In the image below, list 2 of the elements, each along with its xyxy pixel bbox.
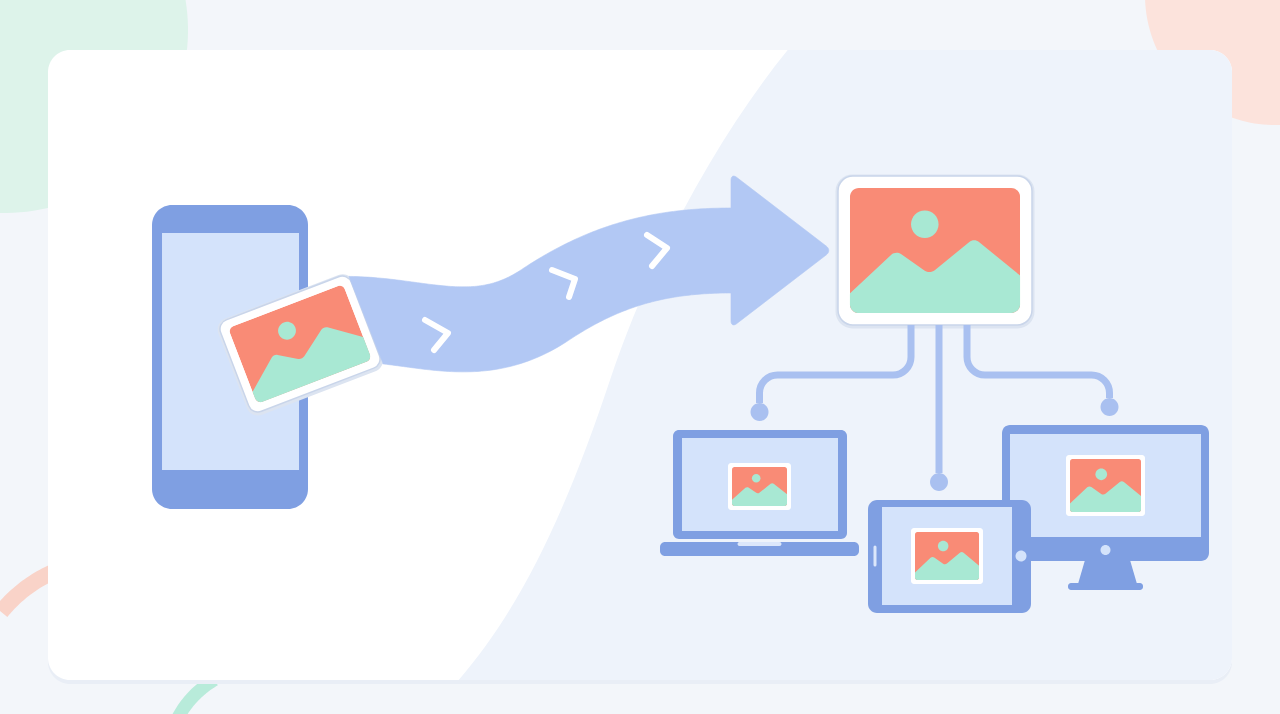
photo-card xyxy=(229,285,371,403)
photo-card xyxy=(835,174,1035,329)
